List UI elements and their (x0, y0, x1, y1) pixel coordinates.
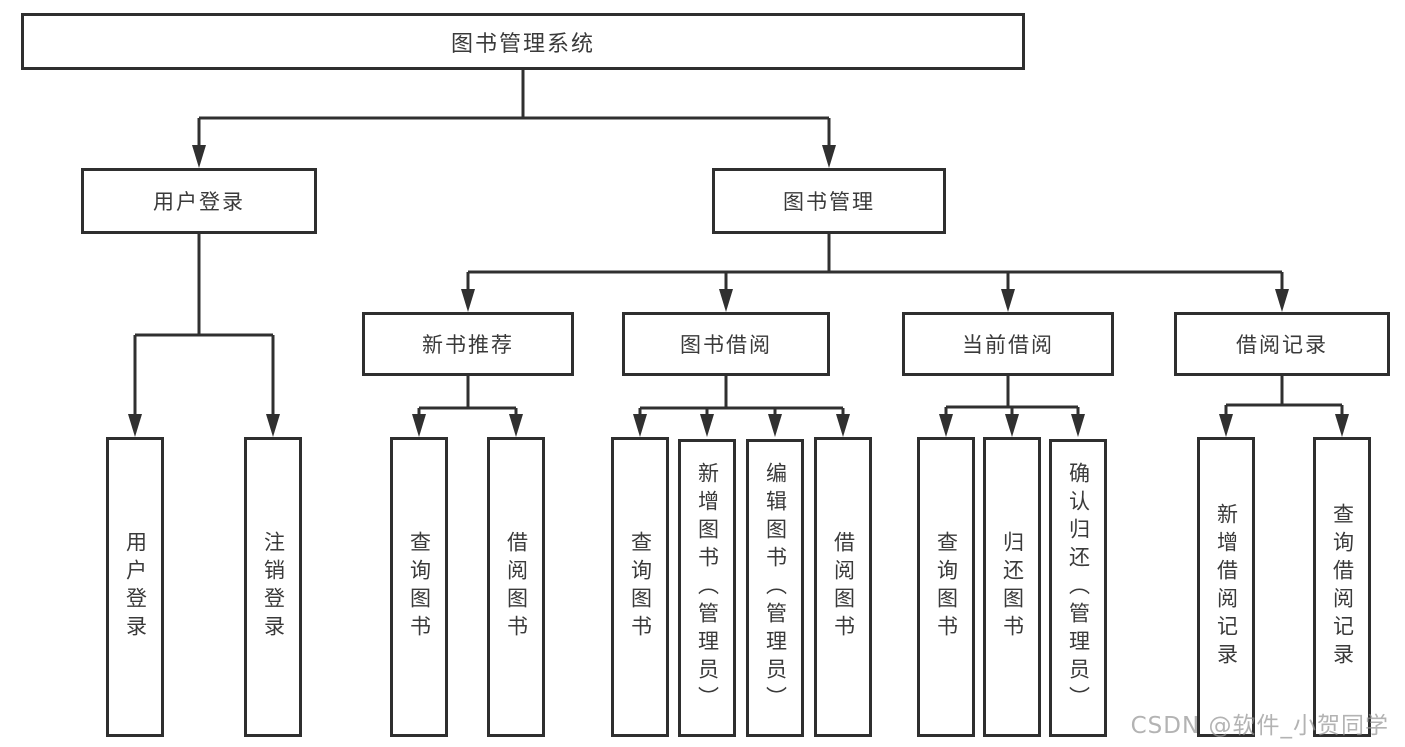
leaf-add-borrow-record: 新增借阅记录 (1197, 437, 1255, 737)
node-label: 图书管理 (783, 190, 875, 214)
node-label: 借阅记录 (1236, 333, 1328, 357)
leaf-query-books-borrow: 查询图书 (611, 437, 669, 737)
leaf-label: 新增借阅记录 (1214, 503, 1239, 671)
node-label: 当前借阅 (962, 333, 1054, 357)
csdn-watermark: CSDN @软件_小贺同学 (1130, 713, 1389, 739)
node-user-login: 用户登录 (81, 168, 317, 234)
leaf-confirm-return-admin: 确认归还（管理员） (1049, 439, 1107, 737)
leaf-user-login: 用户登录 (106, 437, 164, 737)
leaf-query-books-current: 查询图书 (917, 437, 975, 737)
node-book-management: 图书管理 (712, 168, 946, 234)
leaf-label: 新增图书（管理员） (695, 462, 720, 714)
leaf-label: 查询图书 (934, 531, 959, 643)
node-current-borrow: 当前借阅 (902, 312, 1114, 376)
leaf-query-borrow-record: 查询借阅记录 (1313, 437, 1371, 737)
leaf-label: 注销登录 (261, 531, 286, 643)
leaf-label: 确认归还（管理员） (1066, 462, 1091, 714)
leaf-edit-books-admin: 编辑图书（管理员） (746, 439, 804, 737)
leaf-label: 查询图书 (407, 531, 432, 643)
leaf-borrow-books-recommend: 借阅图书 (487, 437, 545, 737)
leaf-return-books: 归还图书 (983, 437, 1041, 737)
leaf-label: 归还图书 (1000, 531, 1025, 643)
leaf-label: 借阅图书 (504, 531, 529, 643)
leaf-add-books-admin: 新增图书（管理员） (678, 439, 736, 737)
leaf-query-books-recommend: 查询图书 (390, 437, 448, 737)
arrowhead-icons (128, 145, 1349, 437)
leaf-label: 借阅图书 (831, 531, 856, 643)
leaf-label: 查询借阅记录 (1330, 503, 1355, 671)
node-new-book-recommend: 新书推荐 (362, 312, 574, 376)
node-borrow-records: 借阅记录 (1174, 312, 1390, 376)
node-library-management-system: 图书管理系统 (21, 13, 1025, 70)
leaf-logout: 注销登录 (244, 437, 302, 737)
leaf-label: 查询图书 (628, 531, 653, 643)
leaf-label: 编辑图书（管理员） (763, 462, 788, 714)
node-label: 新书推荐 (422, 333, 514, 357)
leaf-label: 用户登录 (123, 531, 148, 643)
node-label: 图书借阅 (680, 333, 772, 357)
node-book-borrow: 图书借阅 (622, 312, 830, 376)
node-label: 用户登录 (153, 190, 245, 214)
node-label: 图书管理系统 (450, 31, 595, 57)
leaf-borrow-books: 借阅图书 (814, 437, 872, 737)
